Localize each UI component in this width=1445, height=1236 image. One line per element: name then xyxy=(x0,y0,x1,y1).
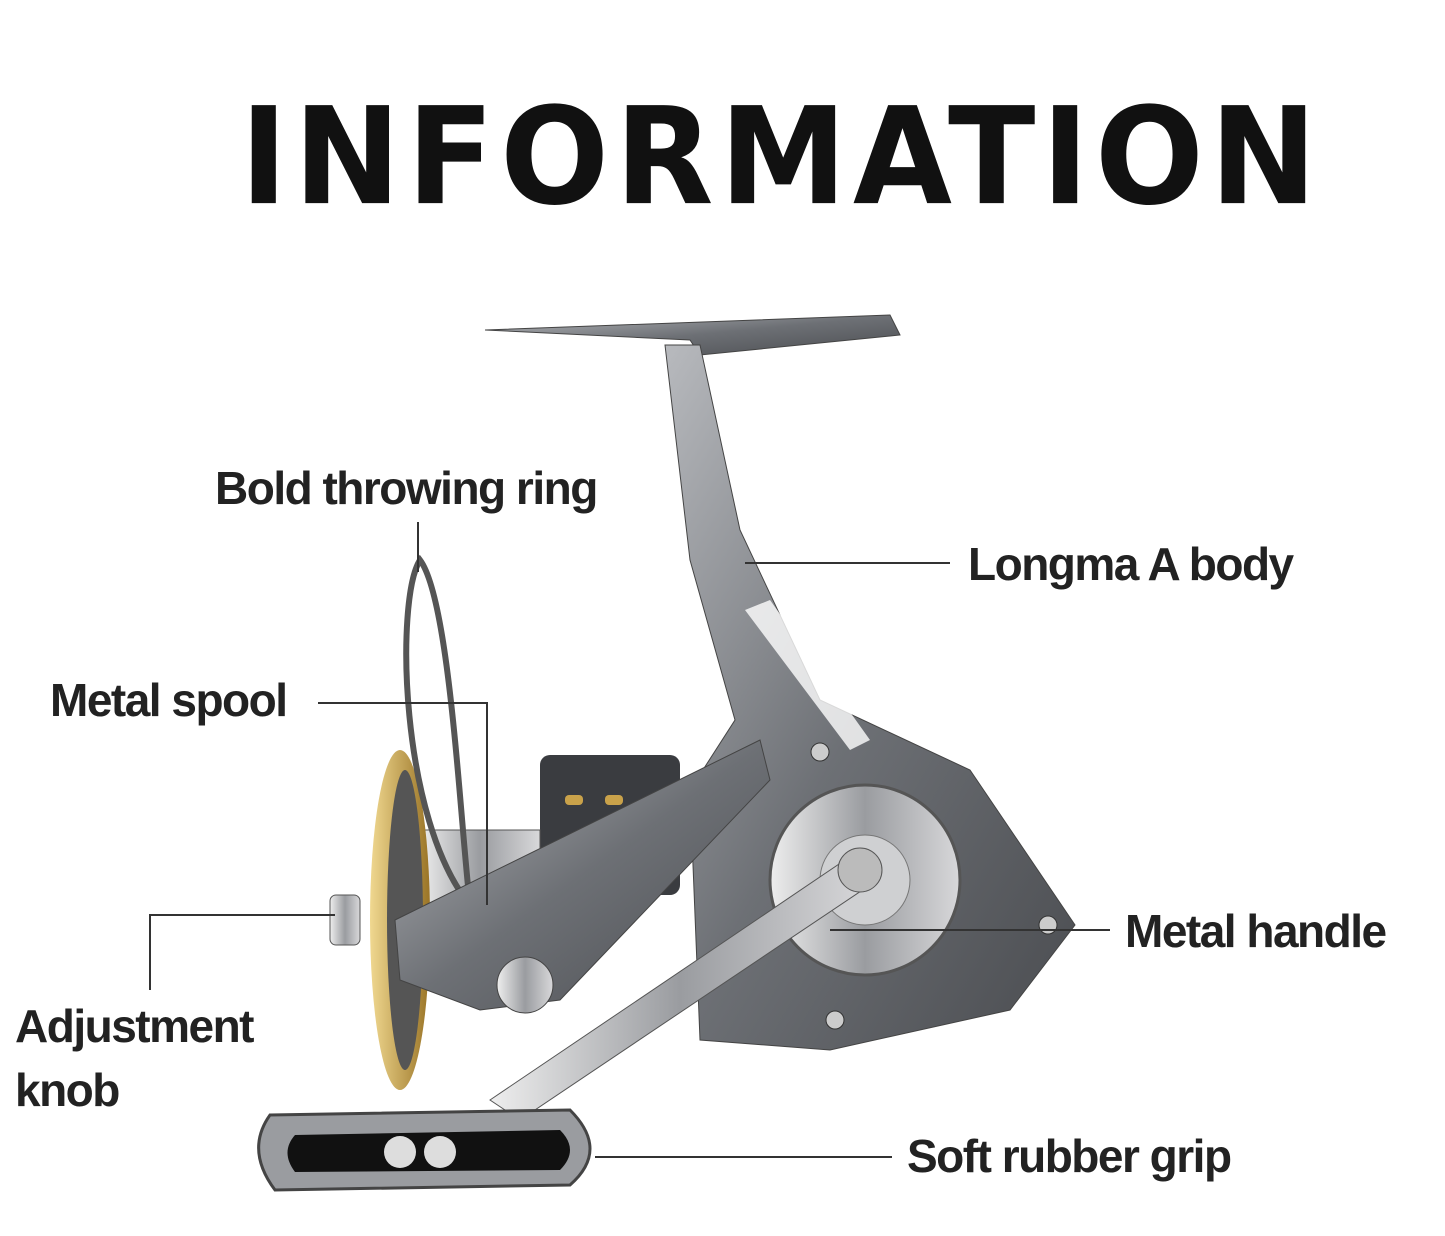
rotor-arm xyxy=(394,739,771,1014)
label-handle: Metal handle xyxy=(1125,905,1387,957)
label-spool: Metal spool xyxy=(50,674,288,726)
page-title: INFORMATION xyxy=(240,79,1323,236)
label-knob-line1: Adjustment xyxy=(15,1000,255,1052)
label-body: Longma A body xyxy=(968,538,1294,590)
leader-lines xyxy=(149,522,1110,1158)
label-grip: Soft rubber grip xyxy=(907,1130,1232,1182)
label-knob-line2: knob xyxy=(15,1064,120,1116)
label-throwing-ring: Bold throwing ring xyxy=(215,462,598,514)
handle xyxy=(257,847,883,1192)
